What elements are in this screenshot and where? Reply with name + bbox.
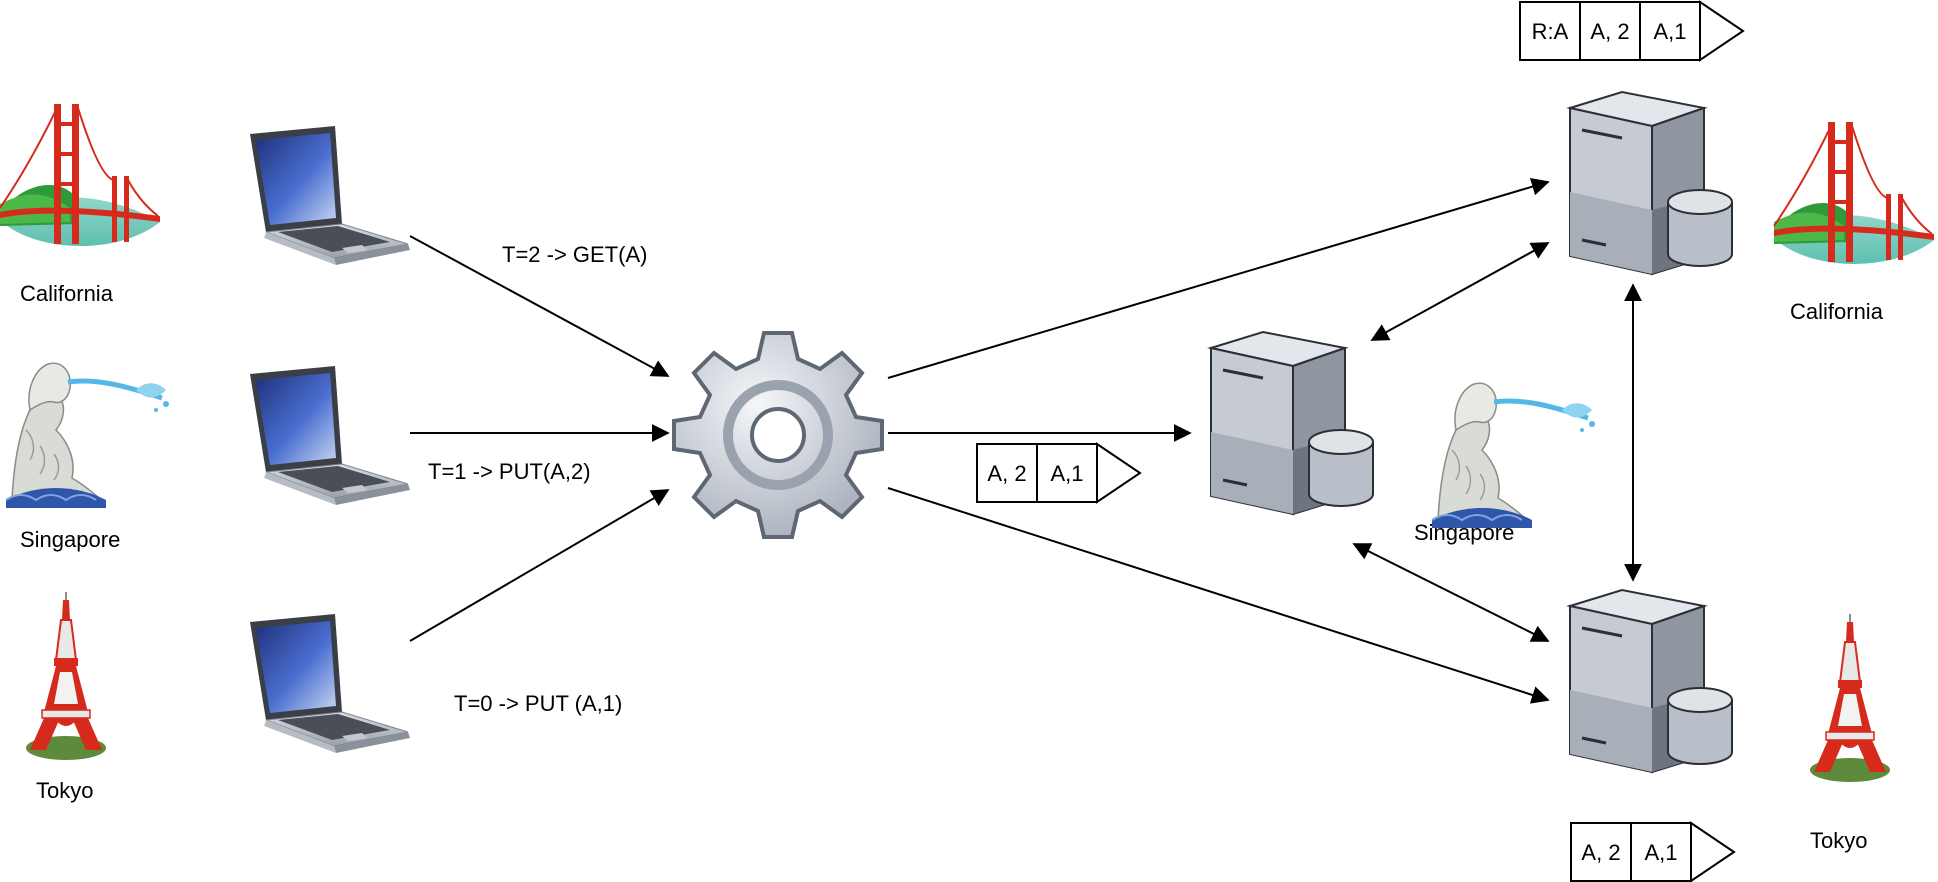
location-label-singapore-left: Singapore xyxy=(20,527,120,552)
tokyo-tower-icon xyxy=(25,591,107,761)
tokyo-queue: A, 2 A,1 xyxy=(1570,821,1736,882)
request-label-put-a1: T=0 -> PUT (A,1) xyxy=(454,691,622,716)
location-label-tokyo-left: Tokyo xyxy=(36,778,93,803)
golden-gate-bridge-icon xyxy=(0,103,161,247)
merlion-icon-right xyxy=(1432,383,1595,528)
arrow-router-to-tokyo xyxy=(887,487,1550,704)
location-label-california-right: California xyxy=(1790,299,1884,324)
california-queue-frame: R:A A, 2 A,1 xyxy=(1519,0,1745,62)
request-label-get: T=2 -> GET(A) xyxy=(502,242,647,267)
arrow-router-to-california xyxy=(887,177,1550,379)
database-server-icon-tokyo xyxy=(1568,588,1734,774)
california-queue-cell-1: R:A xyxy=(1532,19,1569,44)
arrow-sync-singapore-tokyo xyxy=(1352,543,1550,642)
arrow-sync-singapore-california xyxy=(1370,242,1550,341)
location-label-california-left: California xyxy=(20,281,114,306)
tokyo-queue-cell-2: A,1 xyxy=(1644,840,1677,865)
router-queue-cell-2: A,1 xyxy=(1050,461,1083,486)
tokyo-queue-cell-1: A, 2 xyxy=(1581,840,1620,865)
golden-gate-bridge-icon-right xyxy=(1773,121,1935,265)
request-label-put-a2: T=1 -> PUT(A,2) xyxy=(428,459,591,484)
database-server-icon-singapore xyxy=(1209,330,1375,516)
merlion-icon xyxy=(6,363,169,508)
router-queue: A, 2 A,1 xyxy=(976,442,1142,504)
laptop-icon-client-3 xyxy=(249,613,411,754)
gear-icon xyxy=(674,333,882,537)
laptop-icon-client-1 xyxy=(249,125,411,266)
california-queue-cell-3: A,1 xyxy=(1653,19,1686,44)
california-queue-cell-2: A, 2 xyxy=(1590,19,1629,44)
laptop-icon-client-2 xyxy=(249,365,411,506)
router-queue-cell-1: A, 2 xyxy=(987,461,1026,486)
database-server-icon-california xyxy=(1568,90,1734,276)
location-label-singapore-right: Singapore xyxy=(1414,520,1514,545)
arrow-client3-to-router xyxy=(409,489,670,642)
tokyo-tower-icon-right xyxy=(1809,613,1891,783)
arrow-client1-to-router xyxy=(409,235,670,377)
location-label-tokyo-right: Tokyo xyxy=(1810,828,1867,853)
